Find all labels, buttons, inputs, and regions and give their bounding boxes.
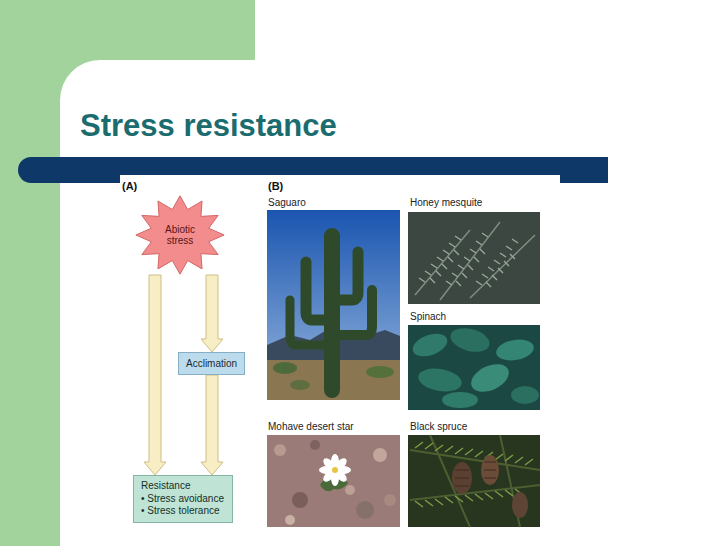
- photo-caption: Black spruce: [410, 421, 467, 432]
- spinach-photo: [408, 324, 540, 410]
- node-bullet: • Stress tolerance: [141, 505, 225, 518]
- burst-shape: [136, 196, 224, 274]
- title-bar: [590, 157, 608, 183]
- panel-letter: (A): [122, 180, 137, 192]
- slide-panel: [60, 60, 728, 546]
- slide-title: Stress resistance: [80, 108, 337, 144]
- result-box: Resistance• Stress avoidance• Stress tol…: [133, 475, 233, 523]
- mesquite-photo: [408, 212, 540, 304]
- node-bullet: • Stress avoidance: [141, 493, 225, 506]
- photo-caption: Spinach: [410, 311, 446, 322]
- block-arrow: [201, 275, 223, 352]
- node-text: Abiotic stress: [157, 224, 203, 246]
- node-text: Resistance: [141, 480, 225, 493]
- spruce-photo: [408, 435, 540, 527]
- saguaro-photo: [267, 210, 400, 400]
- panel-letter: (B): [268, 180, 283, 192]
- green-band: [0, 0, 60, 546]
- block-arrow: [144, 275, 166, 475]
- desert-star-photo: [267, 435, 400, 527]
- photo-caption: Saguaro: [268, 197, 306, 208]
- block-arrow: [201, 375, 223, 475]
- photo-caption: Mohave desert star: [268, 421, 354, 432]
- node-text: Acclimation: [186, 358, 237, 369]
- process-box: Acclimation: [178, 352, 245, 375]
- stress-burst: Abiotic stress: [135, 195, 225, 275]
- photo-caption: Honey mesquite: [410, 197, 482, 208]
- figure-panel: [120, 175, 560, 532]
